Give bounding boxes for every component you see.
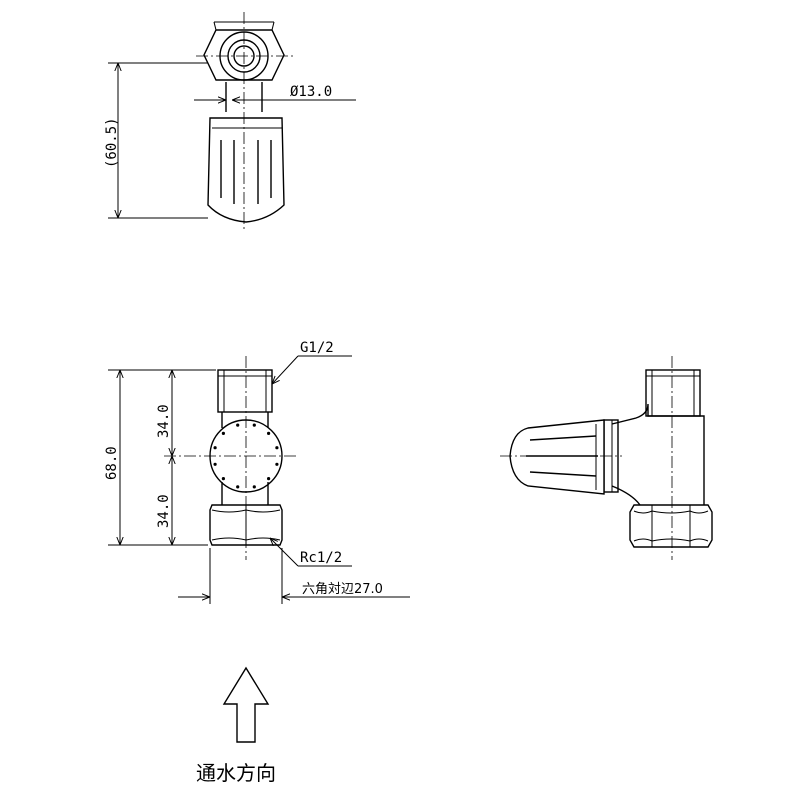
top-view: Ø13.0 (60.5) (104, 12, 356, 232)
side-hex-nut (629, 504, 713, 548)
top-thread-label: G1/2 (300, 340, 334, 356)
grip-dot (252, 423, 256, 427)
grip-dot (236, 423, 240, 427)
grip-dot (213, 462, 217, 466)
handle-height-label: (60.5) (104, 117, 120, 168)
flow-direction-label: 通水方向 (196, 761, 276, 785)
grip-dot (267, 431, 271, 435)
upper-half-label: 34.0 (156, 404, 172, 438)
top-thread-body (217, 369, 273, 413)
side-handle (509, 419, 605, 495)
bottom-thread-label: Rc1/2 (300, 550, 342, 566)
grip-dot (252, 485, 256, 489)
side-top-thread (645, 369, 701, 417)
grip-dot (221, 431, 225, 435)
total-height-label: 68.0 (104, 446, 120, 480)
grip-dot (267, 477, 271, 481)
flow-direction: 通水方向 (196, 666, 276, 785)
grip-dot (213, 446, 217, 450)
side-view (500, 356, 713, 560)
hex-across-flats-label: 六角対辺27.0 (302, 582, 383, 597)
handle-top-view (207, 117, 285, 223)
lower-half-label: 34.0 (156, 494, 172, 528)
grip-dot (236, 485, 240, 489)
grip-dot (221, 477, 225, 481)
diameter-label: Ø13.0 (290, 84, 332, 100)
front-view: G1/2 Rc1/2 68.0 34.0 34.0 六角対辺27.0 (104, 340, 410, 604)
hex-nut-front (209, 504, 283, 546)
grip-dot (275, 462, 279, 466)
handle-grip-dots (213, 423, 279, 489)
flow-arrow-icon (222, 666, 270, 743)
grip-dot (275, 446, 279, 450)
